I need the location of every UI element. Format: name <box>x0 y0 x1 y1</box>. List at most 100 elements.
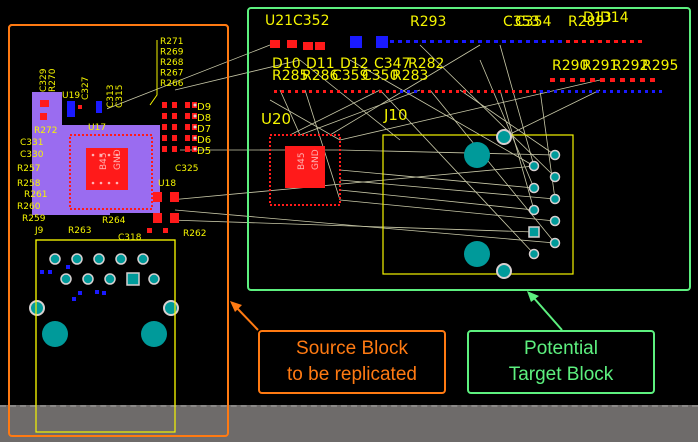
silkscreen-label: C359 <box>332 68 369 84</box>
pad <box>491 90 494 93</box>
pad <box>589 90 592 93</box>
silkscreen-label: R262 <box>183 229 206 239</box>
pin <box>60 273 72 285</box>
pad <box>645 90 648 93</box>
silkscreen-label: R261 <box>24 190 47 200</box>
pad <box>162 146 167 152</box>
pad <box>162 135 167 141</box>
ratsnest-line <box>289 89 381 136</box>
pad <box>614 40 618 43</box>
pad <box>659 90 662 93</box>
pin <box>549 149 561 161</box>
pad <box>630 40 634 43</box>
pad <box>421 90 424 93</box>
pad <box>302 90 305 93</box>
pad <box>630 78 635 82</box>
pad <box>547 90 550 93</box>
silkscreen-label: C331 <box>20 138 43 148</box>
pad <box>534 40 538 43</box>
ic-pad-label: GND <box>113 149 123 170</box>
silkscreen-label: R266 <box>160 79 184 89</box>
ratsnest-line <box>349 59 535 167</box>
pin-1 <box>528 226 540 238</box>
silkscreen-label: R293 <box>410 14 446 30</box>
pad <box>442 90 445 93</box>
silkscreen-label: R264 <box>102 216 126 226</box>
ic-pad-label: B45 <box>297 152 307 170</box>
bottom-pad <box>72 297 76 301</box>
callout-line: Source Block <box>296 338 408 359</box>
pad <box>610 90 613 93</box>
silkscreen-label: U21 <box>265 13 293 29</box>
silkscreen-label: U19 <box>62 91 80 101</box>
ic-label-u20: U20 <box>261 110 291 128</box>
ratsnest-line <box>169 219 535 233</box>
silkscreen-label: R290 <box>552 58 588 74</box>
pad <box>603 90 606 93</box>
pin <box>549 193 561 205</box>
connector-label-j10: J10 <box>383 106 408 124</box>
callout-line: Potential <box>524 338 598 359</box>
pad <box>575 90 578 93</box>
ratsnest-line <box>339 179 556 200</box>
pad <box>454 40 458 43</box>
pad <box>510 40 514 43</box>
pad <box>162 124 167 130</box>
pad <box>281 90 284 93</box>
ratsnest-line <box>503 89 601 138</box>
pad <box>598 40 602 43</box>
connector-j9[interactable] <box>29 239 179 433</box>
pad <box>558 40 562 43</box>
pin <box>549 171 561 183</box>
pin <box>49 253 61 265</box>
silkscreen-label: R283 <box>392 68 428 84</box>
pad <box>315 42 325 50</box>
ratsnest-line <box>479 59 535 189</box>
pad <box>365 90 368 93</box>
pad <box>540 90 543 93</box>
pad <box>172 113 177 119</box>
ratsnest-line <box>339 189 535 211</box>
pin <box>115 253 127 265</box>
pad <box>526 40 530 43</box>
pad <box>337 90 340 93</box>
silkscreen-label: R258 <box>17 179 41 189</box>
silkscreen-label: J9 <box>34 226 44 236</box>
target-block-outline[interactable] <box>247 7 691 291</box>
pad <box>561 90 564 93</box>
pad <box>650 78 655 82</box>
ratsnest-line <box>339 199 556 222</box>
pad <box>566 40 570 43</box>
ratsnest-line <box>499 44 535 167</box>
ic-u20[interactable]: B45 GND U20 <box>261 110 341 206</box>
pad <box>386 90 389 93</box>
pad <box>570 78 575 82</box>
pad <box>568 90 571 93</box>
pad <box>323 90 326 93</box>
pad <box>185 124 190 130</box>
pad <box>606 40 610 43</box>
silkscreen-label: R267 <box>160 69 183 79</box>
bottom-pad <box>40 270 44 274</box>
silkscreen-label: U18 <box>158 179 176 189</box>
pad <box>550 78 555 82</box>
pad <box>162 113 167 119</box>
connector-j10[interactable]: J10 <box>382 106 574 279</box>
pad <box>631 90 634 93</box>
pad <box>172 102 177 108</box>
bottom-pad <box>102 291 106 295</box>
pad <box>407 90 410 93</box>
ratsnest-line <box>339 79 601 141</box>
pad <box>652 90 655 93</box>
pad <box>446 40 450 43</box>
pad <box>533 90 536 93</box>
pad <box>638 90 641 93</box>
pad <box>622 40 626 43</box>
ratsnest-line <box>304 89 341 201</box>
ratsnest-line <box>279 89 301 136</box>
source-arrow <box>230 301 259 331</box>
silkscreen-label: D9 <box>197 102 211 113</box>
pad <box>316 90 319 93</box>
